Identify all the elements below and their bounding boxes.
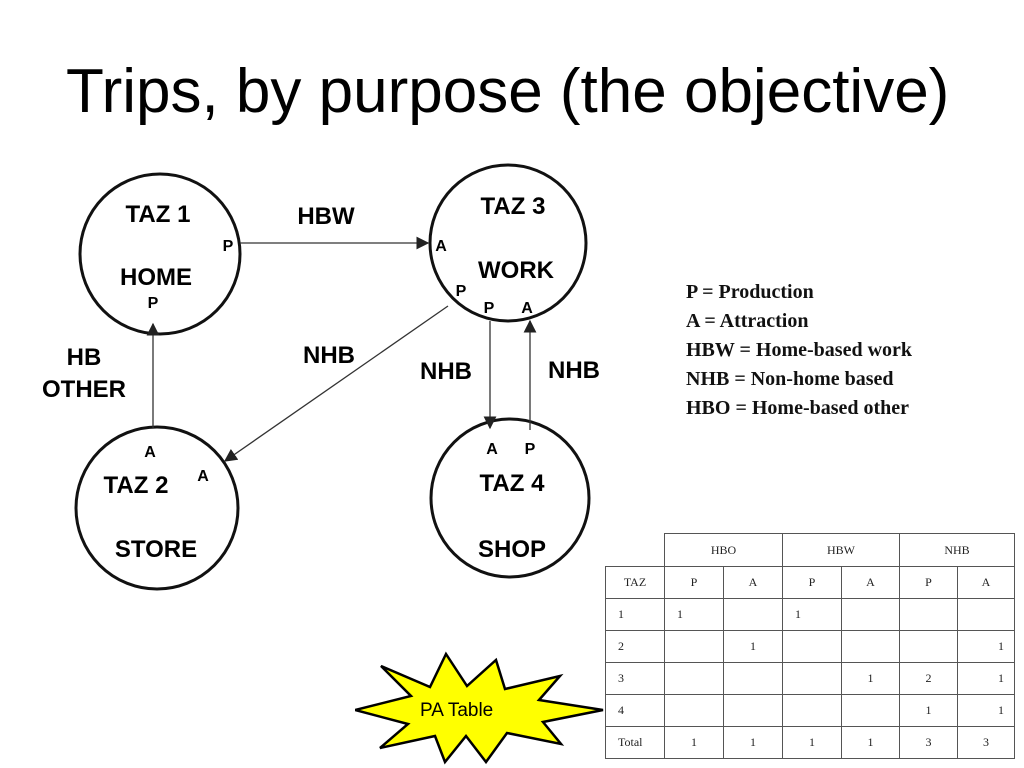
table-cell bbox=[664, 662, 724, 695]
table-cell: 1 bbox=[841, 726, 900, 759]
pa-table-corner bbox=[606, 534, 665, 567]
node-taz1: TAZ 1 HOME P P bbox=[78, 172, 242, 336]
node-taz4-circle bbox=[429, 417, 591, 579]
table-row: 2 1 1 bbox=[605, 630, 1015, 663]
table-cell-taz: 1 bbox=[605, 598, 665, 631]
table-cell-taz: 3 bbox=[605, 662, 665, 695]
node-taz2: TAZ 2 STORE A A bbox=[74, 425, 240, 591]
pa-table-sub-header: P bbox=[664, 566, 724, 599]
table-cell bbox=[841, 630, 900, 663]
node-taz2-use: STORE bbox=[115, 536, 197, 563]
edge-nhb-taz3-taz2 bbox=[223, 305, 449, 462]
legend-item-hbw: HBW = Home-based work bbox=[686, 339, 913, 361]
node-taz4-name: TAZ 4 bbox=[480, 470, 546, 497]
pa-table-callout-burst bbox=[355, 651, 604, 765]
table-cell: 1 bbox=[664, 726, 724, 759]
legend-item-nhb: NHB = Non-home based bbox=[686, 368, 894, 390]
pa-table-group-hbw: HBW bbox=[782, 533, 900, 567]
table-cell-taz: 2 bbox=[605, 630, 665, 663]
table-cell: 2 bbox=[899, 662, 958, 695]
table-cell: 1 bbox=[723, 726, 783, 759]
edge-label-hbw: HBW bbox=[297, 203, 355, 230]
table-cell bbox=[841, 598, 900, 631]
node-taz3-circle bbox=[428, 163, 588, 323]
legend-item-production: P = Production bbox=[686, 281, 814, 303]
edge-label-nhb-store: NHB bbox=[303, 342, 355, 369]
table-cell bbox=[782, 662, 842, 695]
taz3-attraction-mark-nhb-shop: A bbox=[521, 300, 533, 317]
pa-table-sub-header: A bbox=[841, 566, 900, 599]
table-cell bbox=[723, 694, 783, 727]
taz3-attraction-mark-hbw: A bbox=[435, 238, 447, 255]
taz1-production-mark-hbo: P bbox=[148, 295, 159, 312]
taz2-attraction-mark-nhb: A bbox=[197, 468, 209, 485]
legend: P = Production A = Attraction HBW = Home… bbox=[686, 278, 912, 423]
table-cell: 1 bbox=[957, 662, 1015, 695]
table-cell-taz: Total bbox=[605, 726, 665, 759]
taz4-production-mark-nhb: P bbox=[525, 441, 536, 458]
pa-table-sub-header-row: TAZ P A P A P A bbox=[605, 566, 1015, 599]
node-taz3: TAZ 3 WORK A P P A bbox=[428, 163, 588, 323]
legend-item-hbo: HBO = Home-based other bbox=[686, 397, 910, 419]
pa-table-group-nhb: NHB bbox=[899, 533, 1015, 567]
table-cell: 1 bbox=[723, 630, 783, 663]
table-cell: 1 bbox=[957, 694, 1015, 727]
table-cell: 1 bbox=[841, 662, 900, 695]
table-cell bbox=[841, 694, 900, 727]
pa-table-group-hbo: HBO bbox=[664, 533, 783, 567]
taz1-production-mark-hbw: P bbox=[223, 238, 234, 255]
pa-table-group-header-row: HBO HBW NHB bbox=[606, 533, 1015, 567]
pa-table-sub-header: P bbox=[899, 566, 958, 599]
node-taz4-use: SHOP bbox=[478, 536, 546, 563]
table-row-total: Total 1 1 1 1 3 3 bbox=[605, 726, 1015, 759]
pa-table-sub-header: P bbox=[782, 566, 842, 599]
node-taz2-name: TAZ 2 bbox=[104, 472, 169, 499]
table-cell bbox=[723, 598, 783, 631]
table-cell: 1 bbox=[957, 630, 1015, 663]
callout-starburst-shape bbox=[355, 651, 604, 765]
node-taz3-use: WORK bbox=[478, 257, 555, 284]
table-cell: 1 bbox=[664, 598, 724, 631]
table-cell: 1 bbox=[899, 694, 958, 727]
table-cell: 3 bbox=[957, 726, 1015, 759]
table-cell bbox=[782, 630, 842, 663]
table-row: 4 1 1 bbox=[605, 694, 1015, 727]
edge-label-nhb-shop-up: NHB bbox=[548, 357, 600, 384]
table-cell bbox=[899, 630, 958, 663]
legend-item-attraction: A = Attraction bbox=[686, 310, 809, 332]
table-cell bbox=[899, 598, 958, 631]
table-cell bbox=[957, 598, 1015, 631]
taz2-attraction-mark-hbo: A bbox=[144, 444, 156, 461]
node-taz4: TAZ 4 SHOP A P bbox=[429, 417, 591, 579]
taz4-attraction-mark-nhb: A bbox=[486, 441, 498, 458]
table-cell bbox=[664, 694, 724, 727]
taz3-production-mark-nhb-store: P bbox=[456, 283, 467, 300]
table-cell bbox=[723, 662, 783, 695]
table-row: 1 1 1 bbox=[605, 598, 1015, 631]
callout-label: PA Table bbox=[420, 700, 494, 721]
pa-table-taz-header: TAZ bbox=[605, 566, 665, 599]
table-cell: 3 bbox=[899, 726, 958, 759]
node-taz1-circle bbox=[78, 172, 242, 336]
table-cell bbox=[782, 694, 842, 727]
node-taz2-circle bbox=[74, 425, 240, 591]
edge-label-hbo-line1: HB bbox=[67, 344, 102, 371]
table-cell-taz: 4 bbox=[605, 694, 665, 727]
edge-label-nhb-shop-down: NHB bbox=[420, 358, 472, 385]
pa-table: HBO HBW NHB TAZ P A P A P A 1 1 1 2 1 1 … bbox=[605, 533, 1015, 759]
node-taz1-use: HOME bbox=[120, 264, 192, 291]
node-taz3-name: TAZ 3 bbox=[481, 193, 546, 220]
taz3-production-mark-nhb-shop: P bbox=[484, 300, 495, 317]
table-cell bbox=[664, 630, 724, 663]
pa-table-sub-header: A bbox=[723, 566, 783, 599]
pa-table-sub-header: A bbox=[957, 566, 1015, 599]
node-taz1-name: TAZ 1 bbox=[126, 201, 191, 228]
slide-title: Trips, by purpose (the objective) bbox=[66, 57, 950, 126]
table-row: 3 1 2 1 bbox=[605, 662, 1015, 695]
edge-label-hbo-line2: OTHER bbox=[42, 376, 126, 403]
table-cell: 1 bbox=[782, 598, 842, 631]
table-cell: 1 bbox=[782, 726, 842, 759]
